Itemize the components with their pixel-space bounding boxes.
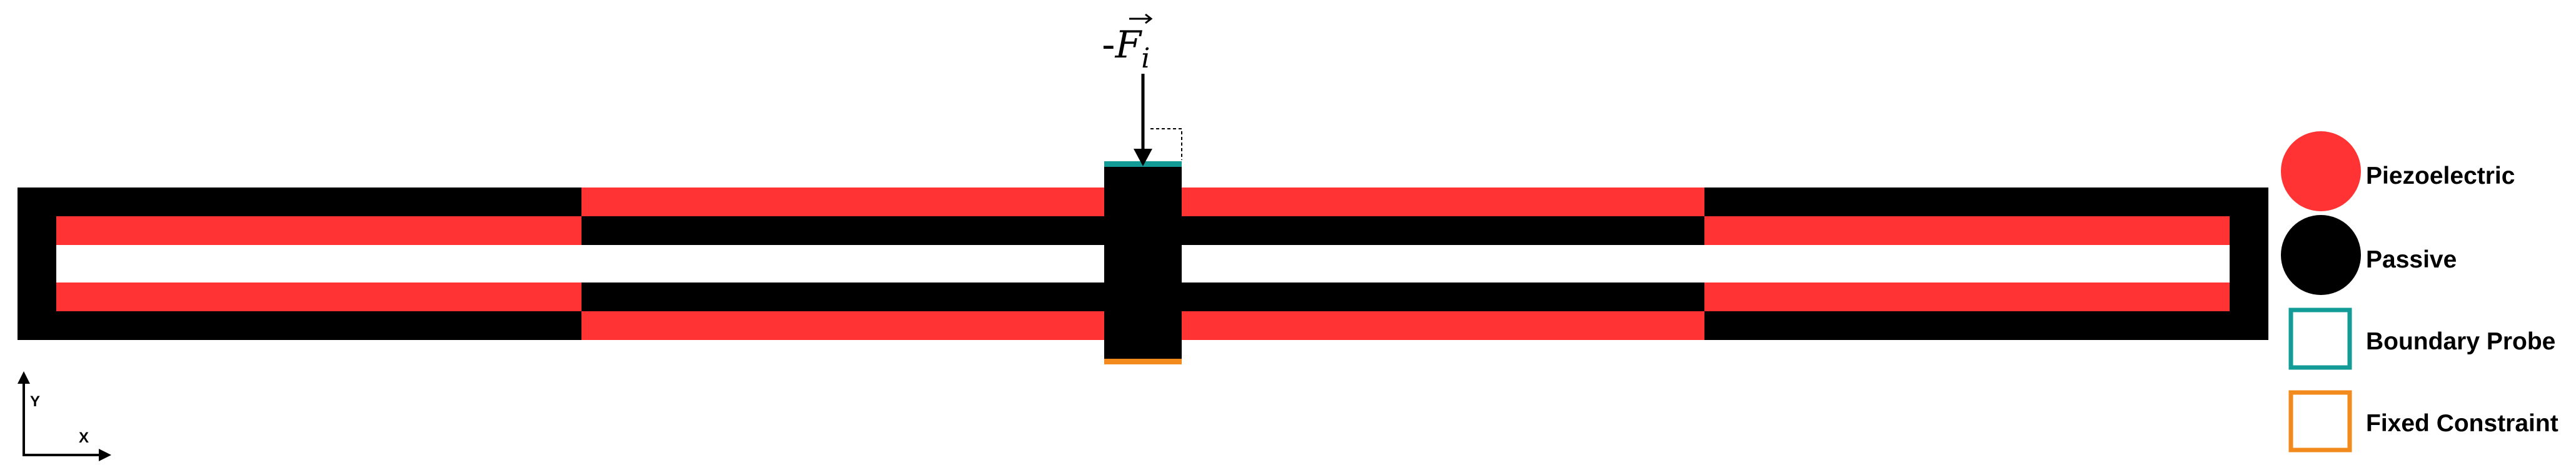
y-axis-label: Y	[30, 393, 40, 410]
beam-bottom-inner-passive-mid-left	[581, 282, 1104, 311]
legend-fixed-constraint-swatch	[2288, 390, 2352, 452]
beam-top-outer-piezo-right	[1182, 188, 1704, 216]
legend: Piezoelectric Passive Boundary Probe Fix…	[2281, 131, 2558, 452]
beam-top-outer-piezo-left	[581, 188, 1104, 216]
force-label-prefix: -	[1102, 23, 1115, 67]
beam-structure	[18, 161, 2268, 364]
beam-bottom-inner-piezo-right	[1704, 282, 2230, 311]
force-vector-arrow-icon	[1129, 13, 1153, 24]
x-axis-arrowhead	[99, 449, 111, 461]
coordinate-axes: Y X	[18, 371, 111, 461]
force-dotted-bracket	[1150, 128, 1182, 160]
force-label-symbol: F	[1115, 23, 1143, 67]
legend-boundary-probe-label: Boundary Probe	[2366, 328, 2555, 355]
force-arrow-head	[1134, 149, 1152, 166]
beam-top-inner-piezo-left	[56, 216, 581, 245]
x-axis-label: X	[79, 429, 89, 446]
beam-right-end-cap	[2230, 216, 2268, 311]
legend-passive-label: Passive	[2366, 246, 2457, 273]
force-label: -Fi	[1102, 23, 1150, 74]
force-indicator: -Fi	[1102, 13, 1182, 166]
beam-bottom-inner-passive-mid-right	[1182, 282, 1704, 311]
beam-left-end-cap	[18, 216, 56, 311]
beam-bottom-outer-piezo-left	[581, 311, 1104, 340]
beam-top-inner-piezo-right	[1704, 216, 2230, 245]
legend-fixed-constraint-label: Fixed Constraint	[2366, 410, 2558, 437]
beam-bottom-inner-piezo-left	[56, 282, 581, 311]
central-passive-block	[1104, 161, 1182, 361]
fixed-constraint-edge	[1104, 359, 1182, 364]
beam-bottom-outer-piezo-right	[1182, 311, 1704, 340]
legend-piezoelectric-label: Piezoelectric	[2366, 162, 2515, 189]
beam-top-inner-passive-mid-right	[1182, 216, 1704, 245]
legend-boundary-probe-swatch	[2288, 308, 2352, 370]
legend-piezoelectric-swatch	[2281, 131, 2361, 211]
legend-passive-swatch	[2281, 215, 2361, 295]
force-label-subscript: i	[1141, 42, 1150, 74]
beam-top-inner-passive-mid-left	[581, 216, 1104, 245]
y-axis-arrowhead	[18, 371, 30, 384]
